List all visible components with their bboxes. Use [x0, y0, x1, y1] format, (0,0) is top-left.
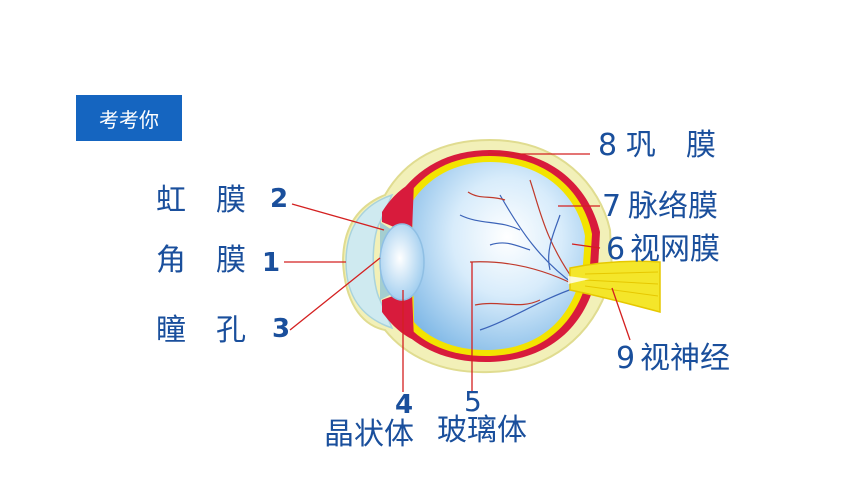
number-choroid: 7 [602, 189, 622, 224]
label-vitreous: 玻璃体 [437, 413, 527, 448]
number-pupil: 3 [272, 314, 291, 344]
blood-vessels [459, 179, 576, 331]
label-cornea: 角 膜 [156, 243, 246, 278]
lens-shape [379, 223, 425, 301]
label-optic-nerve: 视神经 [640, 341, 730, 376]
number-optic-nerve: 9 [616, 341, 636, 376]
label-iris: 虹 膜 [156, 183, 246, 218]
leader-optic-nerve [611, 287, 631, 341]
title-badge: 考考你 [76, 95, 182, 141]
number-iris: 2 [270, 184, 289, 214]
leader-retina [571, 243, 601, 249]
iris-bottom-shape [382, 292, 414, 340]
number-sclera: 8 [598, 128, 618, 163]
label-sclera: 巩 膜 [626, 128, 716, 163]
leader-pupil [289, 257, 381, 331]
number-lens: 4 [395, 390, 414, 420]
vitreous-shape [412, 162, 585, 351]
number-vitreous: 5 [464, 385, 482, 418]
label-lens: 晶状体 [324, 417, 414, 452]
label-choroid: 脉络膜 [628, 189, 718, 224]
iris-top-shape [382, 182, 414, 232]
label-pupil: 瞳 孔 [156, 313, 246, 348]
number-cornea: 1 [262, 248, 281, 278]
leader-iris [291, 203, 385, 231]
number-retina: 6 [606, 232, 626, 267]
label-retina: 视网膜 [630, 232, 720, 267]
